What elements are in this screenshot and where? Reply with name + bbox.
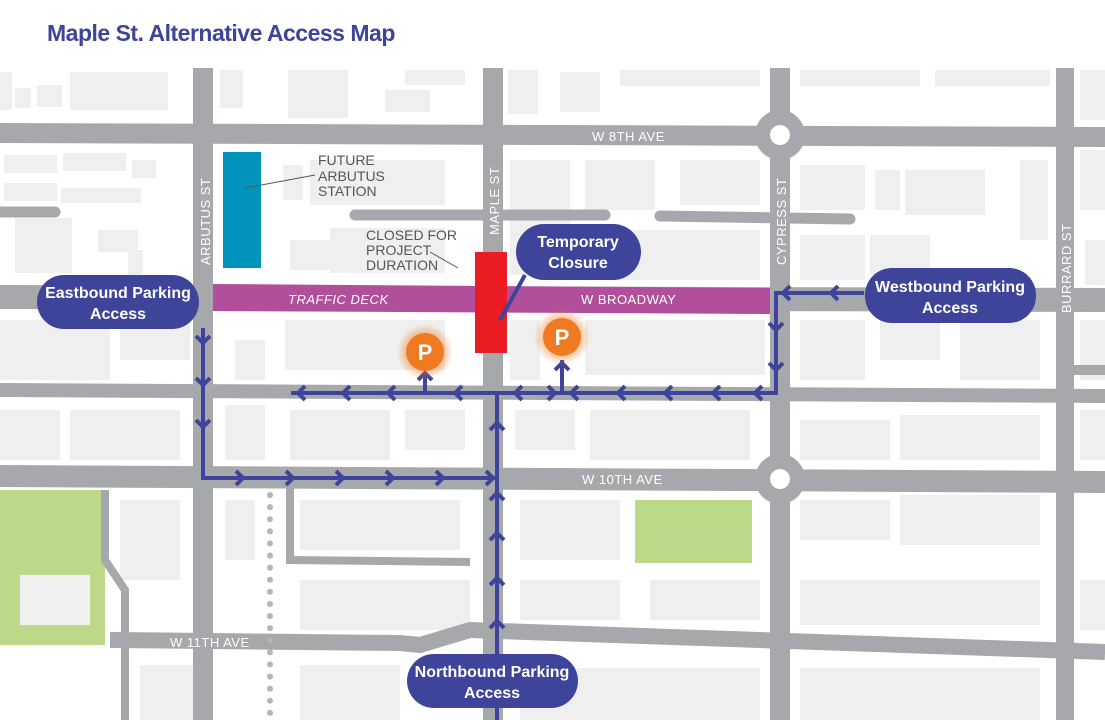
future-arbutus-station — [223, 152, 261, 268]
label-maple-st: MAPLE ST — [487, 167, 502, 235]
parking-marker[interactable]: P — [397, 324, 453, 380]
closed-section — [475, 252, 507, 353]
closure-callout-pointer — [498, 274, 527, 321]
label-cypress-st: CYPRESS ST — [774, 178, 789, 265]
roundabout — [755, 110, 805, 160]
buildings — [0, 70, 1105, 720]
parking-label: P — [418, 340, 433, 365]
station-leader-line — [244, 174, 316, 189]
park — [635, 500, 752, 563]
station-note: FUTURE ARBUTUS STATION — [318, 152, 389, 199]
roundabout — [755, 454, 805, 504]
label-burrard-st: BURRARD ST — [1059, 223, 1074, 313]
label-w-10th-ave: W 10TH AVE — [582, 472, 663, 487]
eastbound-route — [194, 328, 496, 487]
label-w-broadway: W BROADWAY — [581, 292, 676, 307]
closure-leader-line — [429, 251, 459, 269]
closed-note: CLOSED FOR PROJECT DURATION — [366, 227, 461, 273]
label-w-8th-ave: W 8TH AVE — [592, 129, 665, 144]
parking-label: P — [555, 325, 570, 350]
map-title: Maple St. Alternative Access Map — [47, 20, 395, 46]
parking-marker[interactable]: P — [534, 309, 590, 365]
label-w-11th-ave-east: W 11TH AVE — [592, 644, 672, 659]
label-w-11th-ave-west: W 11TH AVE — [170, 635, 250, 650]
label-traffic-deck: TRAFFIC DECK — [288, 292, 389, 307]
label-arbutus-st: ARBUTUS ST — [198, 178, 213, 265]
